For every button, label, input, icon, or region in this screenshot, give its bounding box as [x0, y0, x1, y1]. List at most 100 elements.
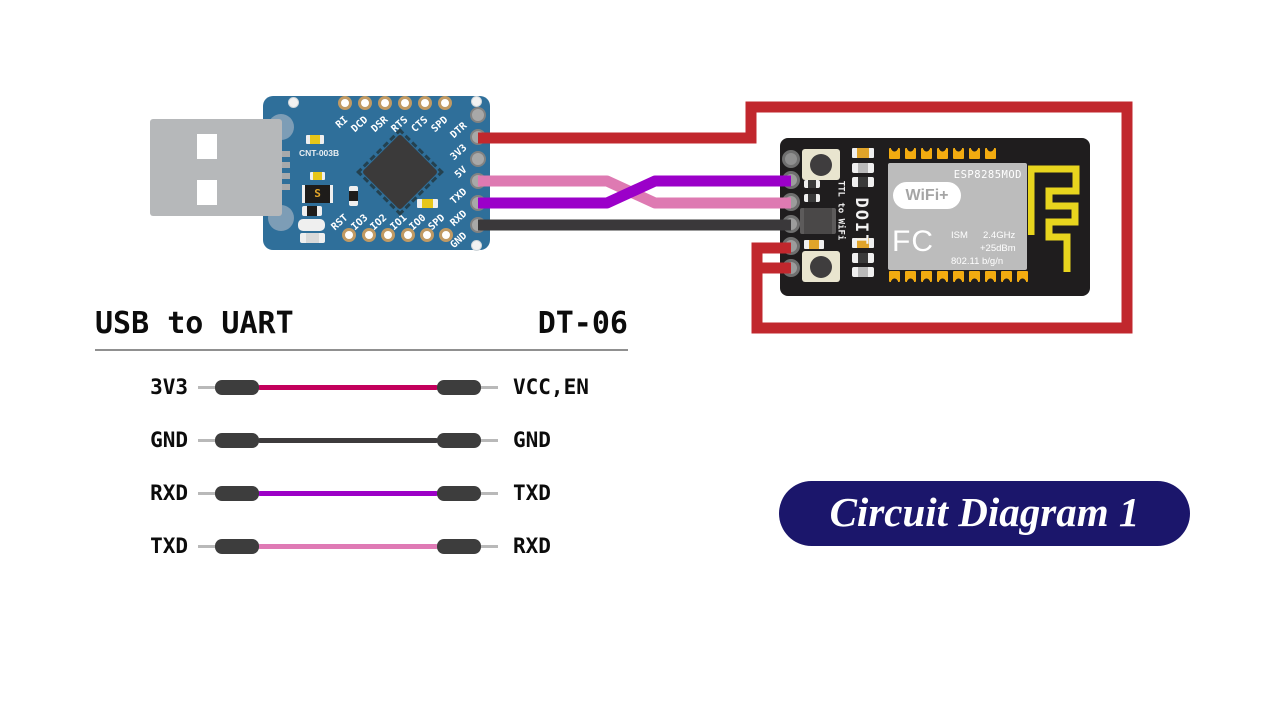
- smd-component: [306, 135, 324, 144]
- jumper-wire: [258, 384, 438, 390]
- smd-chip: S: [302, 185, 333, 203]
- smd-component: [417, 199, 438, 208]
- castellated-pad: [921, 148, 932, 159]
- smd-component: [300, 233, 325, 243]
- castellated-pad: [937, 271, 948, 282]
- smd-crystal: [298, 219, 325, 231]
- castellated-pad: [953, 148, 964, 159]
- title-badge: Circuit Diagram 1: [779, 481, 1190, 546]
- jumper-connector: [437, 379, 481, 395]
- fc-logo: FC: [892, 225, 934, 258]
- pin-hole: [358, 96, 372, 110]
- table-pin-left: GND: [150, 428, 188, 452]
- pin-hole: [439, 228, 453, 242]
- table-divider: [95, 349, 628, 351]
- pin-hole: [338, 96, 352, 110]
- jumper-connector: [215, 379, 259, 395]
- pin-dtr: [470, 107, 486, 123]
- spec-freq: 2.4GHz: [983, 230, 1016, 241]
- pin-hole: [420, 228, 434, 242]
- jumper-wire: [258, 543, 438, 549]
- castellated-pad: [985, 271, 996, 282]
- castellated-pad: [905, 271, 916, 282]
- table-pin-left: RXD: [150, 481, 188, 505]
- table-header: USB to UART DT-06: [95, 306, 628, 341]
- jumper-connector: [437, 485, 481, 501]
- usb-plug-hole: [197, 134, 217, 159]
- wifi-plus-badge: WiFi+: [893, 182, 961, 209]
- table-header-left: USB to UART: [95, 306, 294, 341]
- castellated-pad: [953, 271, 964, 282]
- pin-hole: [378, 96, 392, 110]
- spec-power: +25dBm: [980, 243, 1016, 254]
- castellated-pad: [969, 271, 980, 282]
- spec-standard: 802.11 b/g/n: [951, 256, 1004, 267]
- table-pin-left: TXD: [150, 534, 188, 558]
- jumper-connector: [215, 432, 259, 448]
- castellated-pad: [1001, 271, 1012, 282]
- jumper-wire: [258, 490, 438, 496]
- usb-plug: [150, 119, 282, 216]
- wire-3v3-to-vcc-en: [478, 101, 1133, 334]
- castellated-pad: [889, 148, 900, 159]
- smd-component: [349, 186, 358, 206]
- silkscreen-label: CNT-003B: [299, 148, 340, 158]
- jumper-connector: [437, 432, 481, 448]
- table-pin-left: 3V3: [150, 375, 188, 399]
- jumper-connector: [437, 538, 481, 554]
- castellated-pad: [985, 148, 996, 159]
- jumper-connector: [215, 538, 259, 554]
- castellated-pad: [1017, 271, 1028, 282]
- table-header-right: DT-06: [537, 306, 628, 341]
- smd-component: [804, 240, 824, 249]
- corner-hole: [471, 96, 482, 107]
- pin-hole: [381, 228, 395, 242]
- pin-hole: [401, 228, 415, 242]
- smd-component: [852, 238, 874, 248]
- pin-hole: [418, 96, 432, 110]
- tactile-button: [802, 251, 840, 282]
- castellated-pad: [905, 148, 916, 159]
- corner-hole: [471, 240, 482, 251]
- title-badge-label: Circuit Diagram 1: [829, 488, 1140, 535]
- esp-shield: ESP8285MOD WiFi+ FC ISM 2.4GHz +25dBm 80…: [888, 163, 1027, 270]
- castellated-pad: [921, 271, 932, 282]
- smd-component: [852, 163, 874, 173]
- corner-hole: [288, 97, 299, 108]
- button-cap: [810, 256, 832, 278]
- smd-component: [310, 172, 325, 180]
- castellated-pad: [969, 148, 980, 159]
- usb-contact-tab: [282, 151, 290, 157]
- dt06-pin-3v3: [782, 150, 800, 168]
- button-cap: [810, 154, 832, 176]
- castellated-pad: [937, 148, 948, 159]
- jumper-wire: [258, 437, 438, 443]
- pin-hole: [342, 228, 356, 242]
- regulator-chip: [800, 208, 836, 234]
- usb-contact-tab: [282, 173, 290, 179]
- usb-contact-tab: [282, 184, 290, 190]
- smd-component: [852, 148, 874, 158]
- table-pin-right: TXD: [513, 481, 551, 505]
- usb-plug-hole: [197, 180, 217, 205]
- jumper-connector: [215, 485, 259, 501]
- pin-hole: [398, 96, 412, 110]
- table-pin-right: GND: [513, 428, 551, 452]
- smd-component: [804, 194, 820, 202]
- usb-contact-tab: [282, 162, 290, 168]
- table-pin-right: VCC,EN: [513, 375, 589, 399]
- castellated-pad: [889, 271, 900, 282]
- smd-component: [852, 253, 874, 263]
- smd-component: [852, 267, 874, 277]
- wire-rxd-to-txd: [478, 175, 791, 209]
- pin-hole: [362, 228, 376, 242]
- pcb-antenna-icon: [1028, 165, 1080, 272]
- smd-component: [852, 177, 874, 187]
- spec-ism: ISM: [951, 230, 968, 241]
- esp-module-name: ESP8285MOD: [953, 169, 1022, 181]
- tactile-button: [802, 149, 840, 180]
- pin-5v: [470, 151, 486, 167]
- smd-component: [804, 180, 820, 188]
